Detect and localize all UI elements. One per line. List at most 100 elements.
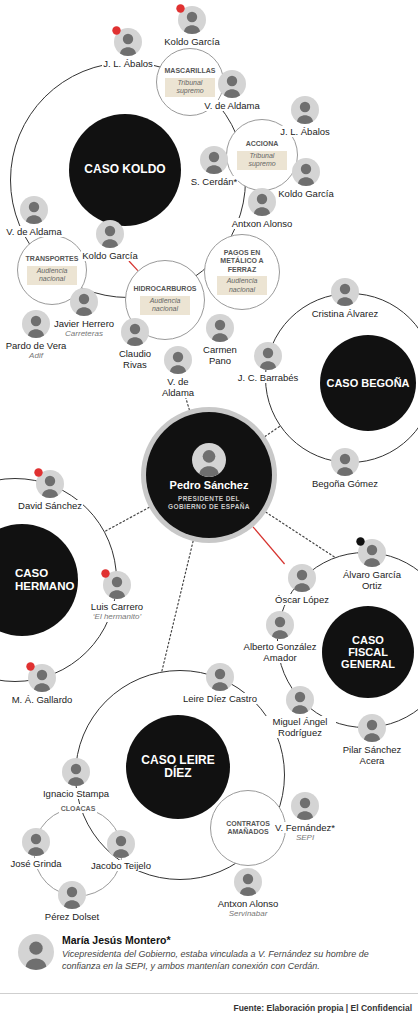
photo-shoulders: [298, 177, 314, 186]
person-node: Pilar Sánchez Acera: [334, 714, 411, 766]
photo-shoulders: [212, 682, 228, 691]
photo-shoulders: [337, 467, 353, 476]
photo-shoulders: [109, 590, 125, 599]
photo-ground: [234, 868, 262, 896]
person-name: Miguel Ángel Rodríguez: [264, 716, 336, 738]
portrait-photo: [121, 318, 149, 346]
court-tag: Audiencia nacional: [140, 296, 190, 315]
photo-head: [31, 834, 41, 844]
photo-shoulders: [294, 583, 310, 592]
person-name: Pardo de Vera: [5, 340, 68, 351]
person-node: Koldo García: [163, 6, 220, 47]
person-node: Begoña Gómez: [311, 448, 379, 489]
person-name: V. Fernández*: [274, 822, 336, 833]
photo-shoulders: [28, 329, 44, 338]
case-disk: [320, 335, 416, 431]
circle-heading: TRANSPORTES: [26, 255, 79, 264]
note-text: María Jesús Montero*Vicepresidenta del G…: [62, 934, 402, 972]
person-node: David Sánchez: [17, 470, 83, 511]
photo-head: [367, 545, 377, 555]
portrait-photo: [22, 310, 50, 338]
portrait-photo: [248, 188, 276, 216]
photo-head: [29, 202, 39, 212]
person-node: Leire Díez Castro: [182, 663, 258, 704]
photo-ground: [254, 342, 282, 370]
person-name: Ignacio Stampa: [42, 788, 110, 799]
person-role: Carreteras: [64, 329, 104, 339]
portrait-photo: [70, 288, 98, 316]
footer-rule: [0, 993, 418, 994]
photo-ground: [292, 158, 320, 186]
person-name: Pérez Dolset: [44, 911, 100, 922]
photo-ground: [70, 288, 98, 316]
person-name: J. L. Ábalos: [279, 126, 331, 137]
photo-head: [37, 670, 47, 680]
photo-head: [257, 194, 267, 204]
photo-head: [173, 352, 183, 362]
person-name: Cristina Álvarez: [311, 308, 380, 319]
photo-head: [31, 316, 41, 326]
photo-head: [297, 570, 307, 580]
photo-shoulders: [254, 207, 270, 216]
portrait-photo: [18, 934, 54, 970]
photo-shoulders: [272, 630, 288, 639]
person-node: Claudio Rivas: [112, 318, 158, 370]
photo-ground: [22, 828, 50, 856]
court-tag: Audiencia nacional: [27, 266, 77, 285]
portrait-photo: [286, 686, 314, 714]
photo-shoulders: [170, 365, 186, 374]
person-name: Leire Díez Castro: [182, 693, 258, 704]
circle-heading: PAGOS EN METÁLICO A FERRAZ: [216, 249, 268, 275]
photo-ground: [218, 70, 246, 98]
photo-ground: [18, 934, 54, 970]
portrait-photo: [358, 714, 386, 742]
photo-ground: [288, 564, 316, 592]
person-node: V. de Aldama: [203, 70, 261, 111]
photo-shoulders: [297, 115, 313, 124]
photo-shoulders: [364, 733, 380, 742]
case-disk: [69, 114, 181, 226]
portrait-photo: [206, 663, 234, 691]
photo-shoulders: [26, 959, 47, 970]
person-name: Javier Herrero: [53, 318, 115, 329]
photo-ground: [248, 188, 276, 216]
person-node: Javier HerreroCarreteras: [53, 288, 115, 339]
photo-head: [215, 320, 225, 330]
portrait-photo: [288, 564, 316, 592]
photo-shoulders: [297, 811, 313, 820]
photo-ground: [200, 146, 228, 174]
president-title: PRESIDENTE DEL GOBIERNO DE ESPAÑA: [167, 495, 251, 511]
photo-ground: [291, 96, 319, 124]
case-connector: [129, 261, 138, 271]
person-name: Óscar López: [274, 594, 330, 605]
photo-ground: [286, 686, 314, 714]
person-name: V. de Aldama: [5, 226, 63, 237]
person-name: Alberto González Amador: [239, 641, 321, 663]
case-circle: PAGOS EN METÁLICO A FERRAZAudiencia naci…: [204, 234, 280, 310]
person-name: V. de Aldama: [157, 376, 199, 398]
person-node: Koldo García: [81, 220, 138, 261]
photo-ground: [331, 278, 359, 306]
portrait-photo: [291, 792, 319, 820]
case-title: CASO BEGOÑA: [322, 377, 414, 389]
person-name: S. Cerdán*: [190, 176, 238, 187]
photo-head: [203, 450, 216, 463]
case-connector: [186, 398, 190, 410]
person-role: Servinabar: [228, 909, 269, 919]
photo-head: [112, 577, 122, 587]
portrait-photo: [20, 196, 48, 224]
photo-shoulders: [184, 25, 200, 34]
case-title-box: CASO KOLDO: [75, 163, 175, 176]
photo-shoulders: [292, 705, 308, 714]
portrait-photo: [178, 6, 206, 34]
person-name: J. C. Barrabés: [237, 372, 300, 383]
note-name: María Jesús Montero*: [62, 934, 402, 947]
portrait-photo: [234, 868, 262, 896]
court-tag: Tribunal supremo: [165, 78, 215, 97]
person-node: Luis Carrero‘El hermanito’: [90, 571, 144, 622]
person-name: M. Á. Gallardo: [11, 694, 74, 705]
status-dot: [112, 26, 120, 34]
ring-shape: [0, 479, 117, 682]
photo-shoulders: [28, 847, 44, 856]
